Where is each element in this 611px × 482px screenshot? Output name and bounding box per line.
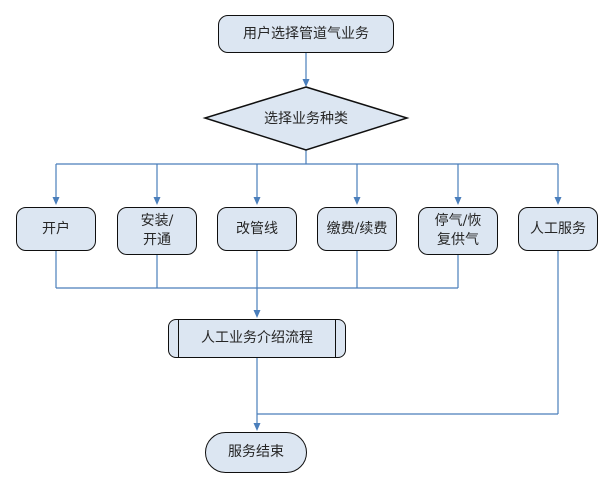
decision-diamond-shape bbox=[202, 86, 410, 151]
arrowhead-into-branch-4 bbox=[353, 197, 361, 205]
node-branch-install-activate: 安装/ 开通 bbox=[117, 207, 197, 255]
predefined-process-left-bar bbox=[178, 320, 180, 357]
arrowhead-into-branch-5 bbox=[454, 197, 462, 205]
branch-label: 停气/恢 复供气 bbox=[434, 213, 482, 248]
branch-label: 改管线 bbox=[236, 220, 278, 237]
node-decision: 选择业务种类 bbox=[246, 104, 366, 132]
arrowhead-into-branch-6 bbox=[554, 197, 562, 205]
arrowhead-into-branch-3 bbox=[253, 197, 261, 205]
node-branch-stop-resume-gas: 停气/恢 复供气 bbox=[418, 207, 498, 255]
arrowhead-into-branch-1 bbox=[52, 197, 60, 205]
node-start: 用户选择管道气业务 bbox=[218, 15, 394, 53]
branch-label: 开户 bbox=[42, 220, 70, 237]
node-branch-open-account: 开户 bbox=[16, 207, 96, 251]
arrowhead-into-end bbox=[253, 423, 261, 431]
node-decision-label: 选择业务种类 bbox=[264, 111, 348, 127]
node-manual-intro-process: 人工业务介绍流程 bbox=[168, 319, 346, 358]
node-start-label: 用户选择管道气业务 bbox=[243, 25, 369, 42]
arrowhead-into-branch-2 bbox=[153, 197, 161, 205]
branch-label: 人工服务 bbox=[530, 220, 586, 237]
branch-label: 缴费/续费 bbox=[326, 220, 388, 237]
node-process-label: 人工业务介绍流程 bbox=[201, 330, 313, 347]
arrowhead-into-process bbox=[253, 310, 261, 318]
node-branch-change-pipeline: 改管线 bbox=[217, 207, 297, 251]
node-end: 服务结束 bbox=[205, 432, 307, 473]
node-end-label: 服务结束 bbox=[228, 444, 284, 461]
node-branch-manual-service: 人工服务 bbox=[518, 207, 598, 251]
branch-label: 安装/ 开通 bbox=[140, 213, 174, 248]
node-branch-payment-renewal: 缴费/续费 bbox=[317, 207, 397, 251]
predefined-process-right-bar bbox=[334, 320, 336, 357]
arrowhead-into-decision bbox=[302, 79, 310, 87]
